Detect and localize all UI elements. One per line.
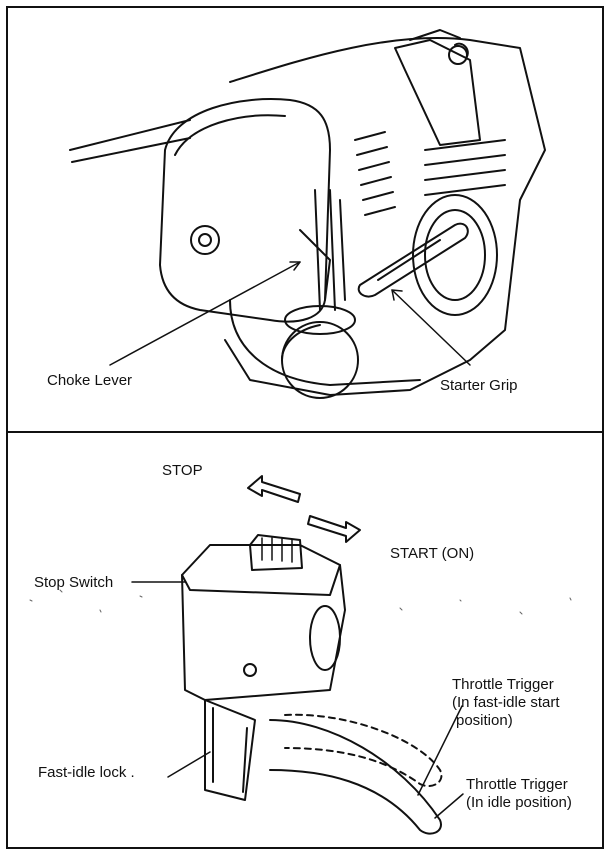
starter-grip-label: Starter Grip <box>440 377 518 394</box>
throttle-fast-idle-line1: Throttle Trigger <box>452 676 554 693</box>
start-arrow <box>307 515 361 543</box>
stop-switch-label: Stop Switch <box>34 574 114 591</box>
figure-frame <box>6 6 604 849</box>
throttle-idle-line1: Throttle Trigger <box>466 776 568 793</box>
stop-arrow <box>247 475 301 503</box>
choke-lever-label: Choke Lever <box>47 372 133 389</box>
start-label: START (ON) <box>390 545 475 562</box>
panel-divider <box>6 431 604 433</box>
handle-illustration <box>29 475 572 835</box>
stop-label: STOP <box>162 462 203 479</box>
throttle-idle-line2: (In idle position) <box>466 794 572 811</box>
engine-illustration <box>69 29 546 399</box>
throttle-fast-idle-line3: position) <box>456 712 513 729</box>
fast-idle-lock-label: Fast-idle lock . <box>38 764 135 781</box>
throttle-fast-idle-line2: (In fast-idle start <box>452 694 560 711</box>
